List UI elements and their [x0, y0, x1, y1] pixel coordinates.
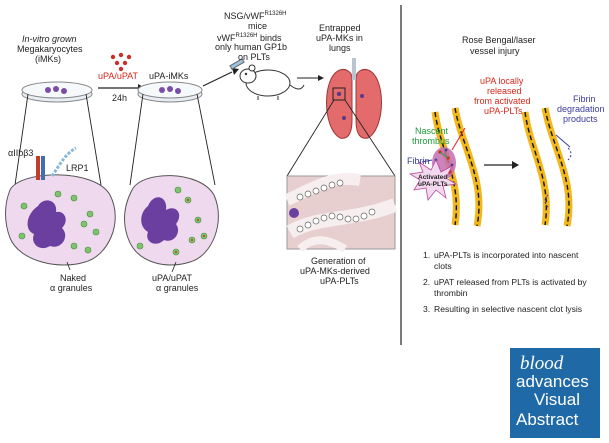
summary-step: 3.Resulting in selective nascent clot ly…: [423, 304, 583, 314]
petri-dish-imks: [21, 81, 93, 103]
mice-label-line1: NSG/vWFR1326H: [224, 11, 287, 21]
lung-tissue-zoom: [284, 173, 398, 253]
released-label-line1: uPA locally: [480, 76, 524, 86]
vessel-injury: [431, 107, 573, 227]
generation-label-line3: uPA-PLTs: [320, 276, 359, 286]
activated-plt-star: [408, 159, 458, 201]
mice-label-line3: vWFR1326H binds: [217, 33, 282, 43]
degradation-label-line1: Fibrin: [573, 94, 596, 104]
thrombus-label-line2: thrombus: [412, 136, 450, 146]
mice-label-line5: on PLTs: [238, 52, 270, 62]
imks-label-line1: In-vitro grown: [22, 34, 77, 44]
degradation-label-line3: products: [563, 114, 598, 124]
activated-label-line1: Activated: [418, 174, 448, 181]
lungs-label-line2: uPA-MKs in: [316, 33, 363, 43]
time-label: 24h: [112, 93, 128, 103]
released-label-line4: uPA-PLTs: [484, 106, 523, 116]
imks-label-line2: Megakaryocytes: [17, 44, 83, 54]
lungs-illustration: [326, 58, 382, 139]
degradation-label-line2: degradation: [557, 104, 605, 114]
blood-advances-logo: blood advances Visual Abstract: [510, 348, 600, 438]
lrp1-label: LRP1: [66, 163, 89, 173]
mice-label-line4: only human GP1b: [215, 42, 288, 52]
upat-granules-label-line1: uPA/uPAT: [152, 273, 193, 283]
summary-step: 2.uPAT released from PLTs is activated b…: [423, 277, 587, 298]
fibrin-label: Fibrin: [407, 156, 430, 166]
generation-label-line2: uPA-MKs-derived: [300, 266, 370, 276]
injury-label-line2: vessel injury: [470, 46, 520, 56]
naked-label-line2: α granules: [50, 283, 93, 293]
released-label-line2: released: [487, 86, 522, 96]
integrin-label: αIIbβ3: [8, 148, 34, 158]
activated-label-line2: uPA-PLTs: [418, 181, 448, 188]
upa-imks-label: uPA-iMKs: [149, 71, 189, 81]
imks-label-line3: (iMKs): [35, 54, 61, 64]
naked-label-line1: Naked: [60, 273, 87, 283]
summary-steps: 1.uPA-PLTs is incorporated into nascent …: [423, 250, 593, 321]
upa-dots: [110, 52, 132, 72]
released-label-line3: from activated: [474, 96, 531, 106]
generation-label-line1: Generation of: [311, 256, 366, 266]
thrombus-label-line1: Nascent: [415, 126, 449, 136]
treatment-label: uPA/uPAT: [98, 71, 139, 81]
lungs-label-line1: Entrapped: [319, 23, 361, 33]
lungs-label-line3: lungs: [329, 43, 351, 53]
mk-cell-naked: [5, 146, 116, 266]
upat-granules-label-line2: α granules: [156, 283, 199, 293]
summary-step: 1.uPA-PLTs is incorporated into nascent …: [423, 250, 579, 271]
mice-label-line2: mice: [248, 21, 268, 31]
injury-label-line1: Rose Bengal/laser: [462, 35, 536, 45]
petri-dish-upa-imks: [137, 81, 203, 103]
mouse-illustration: [239, 64, 305, 100]
mk-cell-upat: [124, 175, 219, 266]
